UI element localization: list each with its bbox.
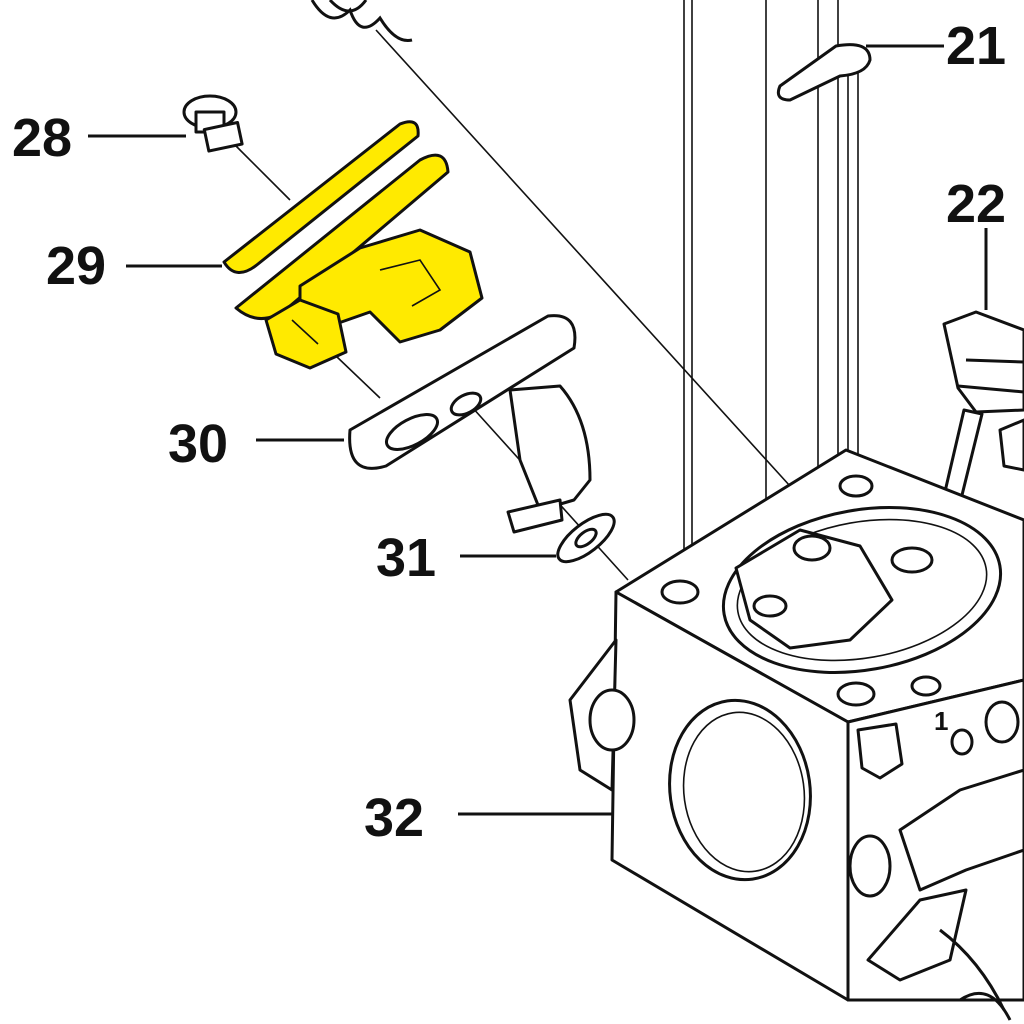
callout-28: 28 [12, 108, 72, 168]
callout-32: 32 [364, 788, 424, 848]
part-28-screw [182, 94, 244, 153]
callout-21: 21 [946, 16, 1006, 76]
body-mark-1: 1 [934, 706, 948, 736]
part-30-gasket [348, 314, 577, 470]
part-31-washer [556, 512, 616, 564]
part-30-elbow [506, 384, 592, 534]
part-29-highlighted-assembly [222, 120, 484, 370]
callout-30: 30 [168, 414, 228, 474]
callout-22: 22 [946, 174, 1006, 234]
callout-31: 31 [376, 528, 436, 588]
spring-fragment [310, 0, 413, 43]
assembly-guide-lines [235, 0, 859, 600]
callout-29: 29 [46, 236, 106, 296]
part-21-lever [776, 43, 872, 102]
leader-lines [88, 44, 988, 816]
part-32-carburetor-body [568, 448, 1024, 1021]
